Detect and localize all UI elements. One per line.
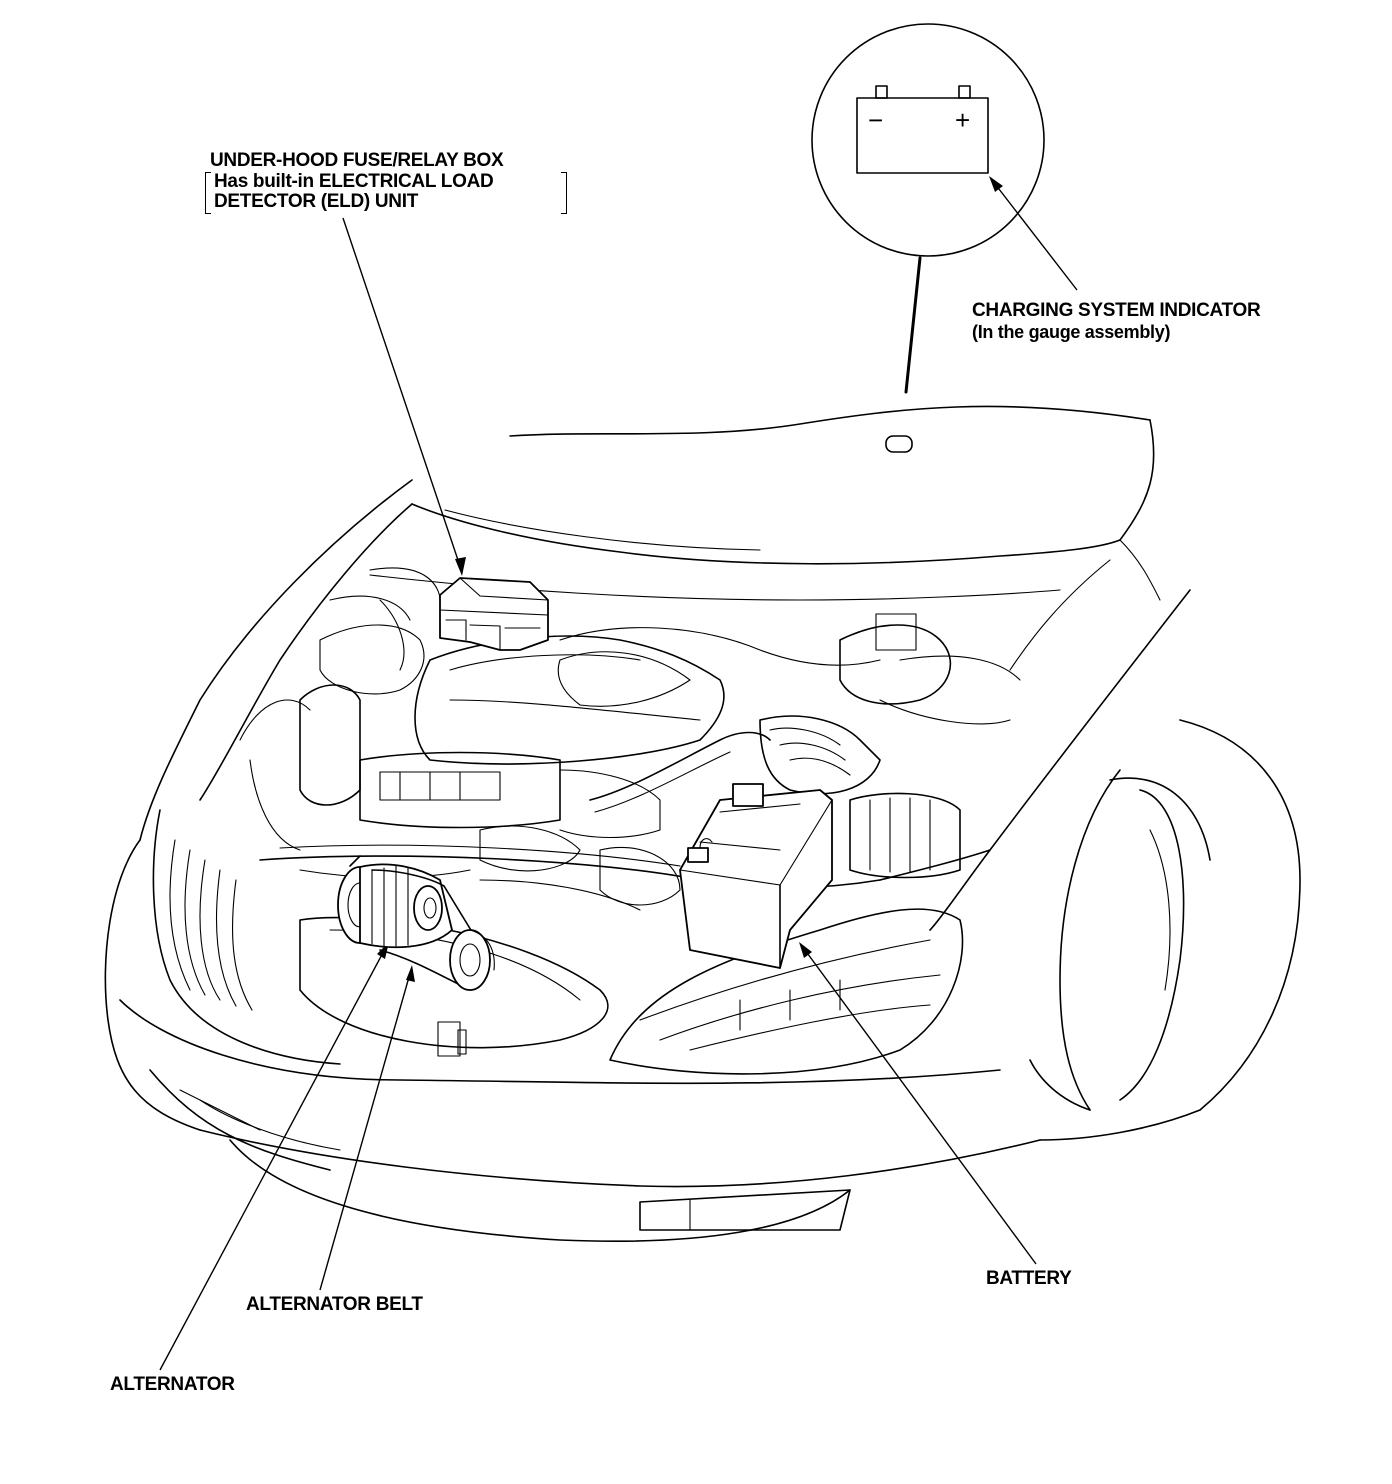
alternator-label: ALTERNATOR (110, 1374, 235, 1395)
note-bracket-right (561, 172, 567, 214)
battery-leader (801, 945, 1037, 1265)
indicator-plus-symbol: + (955, 105, 970, 135)
battery-icon (856, 97, 989, 174)
indicator-callout (811, 23, 1045, 453)
indicator-lamp-icon (885, 435, 913, 453)
hood (411, 405, 1161, 601)
fuse-box-note-line2: DETECTOR (ELD) UNIT (214, 191, 418, 212)
leader-lines (159, 176, 1078, 1371)
battery-terminal-pos (958, 85, 971, 99)
car-body (104, 479, 1301, 1242)
battery-label: BATTERY (986, 1268, 1072, 1289)
alternator-belt-label: ALTERNATOR BELT (246, 1294, 423, 1315)
alternator-leader (159, 946, 387, 1371)
alternator (337, 855, 495, 991)
charging-indicator-label: CHARGING SYSTEM INDICATOR (972, 300, 1261, 321)
fusebox-leader (342, 217, 463, 573)
fuse-box-note-line1: Has built-in ELECTRICAL LOAD (214, 171, 494, 192)
battery (679, 783, 833, 969)
indicator-link-line (904, 256, 922, 394)
indicator-leader (991, 179, 1078, 291)
callout-circle (811, 23, 1045, 257)
battery-terminal-neg (875, 85, 888, 99)
fuse-relay-box (439, 577, 549, 651)
belt-leader (319, 969, 412, 1291)
fuse-box-label: UNDER-HOOD FUSE/RELAY BOX (210, 150, 504, 171)
charging-indicator-note: (In the gauge assembly) (972, 322, 1171, 342)
indicator-minus-symbol: − (868, 105, 883, 135)
note-bracket-left (205, 172, 211, 214)
engine-bay (239, 567, 1061, 911)
